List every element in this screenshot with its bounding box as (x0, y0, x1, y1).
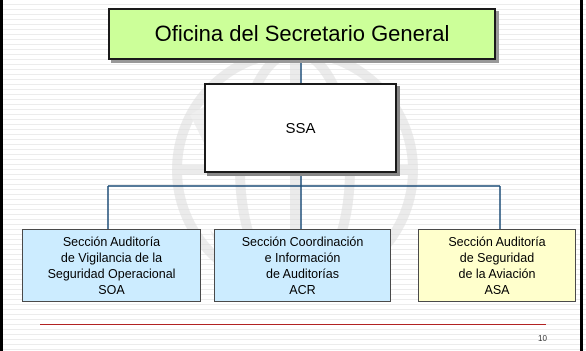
soa-section-box: Sección Auditoría de Vigilancia de la Se… (22, 229, 201, 302)
footer-rule (40, 324, 546, 325)
acr-section-label: Sección Coordinación e Información de Au… (241, 234, 364, 297)
ssa-box: SSA (204, 83, 397, 173)
page-number: 10 (538, 334, 547, 343)
secretary-general-office-box: Oficina del Secretario General (108, 8, 496, 60)
asa-section-box: Sección Auditoría de Seguridad de la Avi… (418, 229, 576, 302)
acr-section-box: Sección Coordinación e Información de Au… (214, 229, 391, 302)
soa-section-label: Sección Auditoría de Vigilancia de la Se… (47, 234, 176, 297)
secretary-general-office-label: Oficina del Secretario General (154, 21, 450, 46)
asa-section-label: Sección Auditoría de Seguridad de la Avi… (448, 234, 546, 297)
slide-right-edge (580, 0, 583, 351)
ssa-label: SSA (285, 119, 316, 137)
slide-left-edge (0, 0, 3, 351)
